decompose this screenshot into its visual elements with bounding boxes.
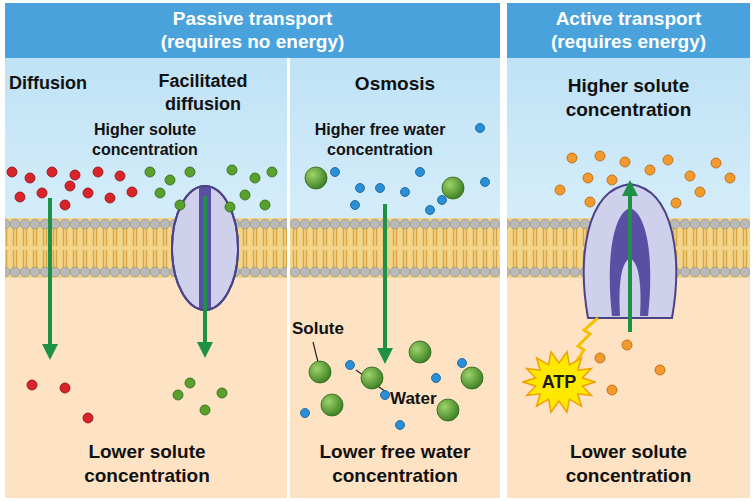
header-band: Passive transport (requires no energy): [5, 3, 500, 58]
transport-panel: Diffusion Facilitated diffusionHigher sol…: [5, 58, 287, 498]
symbol-text: ATP: [542, 371, 577, 394]
panel-text: Lower solute concentration: [507, 440, 750, 488]
panel-text: Lower solute concentration: [37, 440, 257, 488]
panel-text: Facilitated diffusion: [133, 70, 273, 115]
panel-text: Higher free water concentration: [295, 120, 465, 160]
callout-label: Solute: [292, 318, 344, 339]
panel-text: Higher solute concentration: [507, 74, 750, 122]
starburst-outline: [523, 352, 595, 412]
header-text: Passive transport (requires no energy): [148, 8, 358, 54]
transport-panel: OsmosisHigher free water concentrationLo…: [290, 58, 500, 498]
header-band: Active transport (requires energy): [507, 3, 750, 58]
panel-text: Higher solute concentration: [60, 120, 230, 160]
atp-burst: ATP: [522, 350, 596, 414]
panel-text: Diffusion: [9, 72, 119, 95]
panel-text: Lower free water concentration: [290, 440, 500, 488]
callout-label: Water: [390, 388, 437, 409]
panel-text: Osmosis: [290, 72, 500, 96]
header-text: Active transport (requires energy): [524, 8, 734, 54]
transport-panel: Higher solute concentrationLower solute …: [507, 58, 750, 498]
